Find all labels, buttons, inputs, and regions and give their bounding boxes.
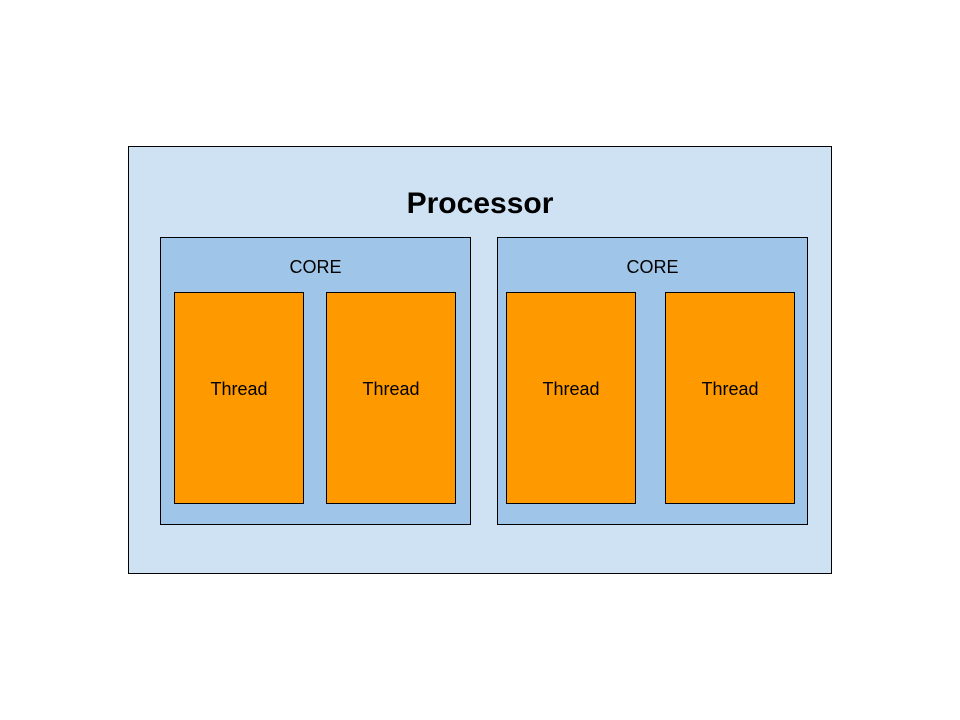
thread-box: Thread	[174, 292, 304, 504]
thread-box: Thread	[326, 292, 456, 504]
thread-label: Thread	[210, 379, 268, 399]
thread-box: Thread	[665, 292, 795, 504]
core-box-1: CORE Thread Thread	[160, 237, 471, 525]
processor-title: Processor	[406, 187, 554, 220]
core-label: CORE	[626, 257, 679, 277]
thread-label: Thread	[542, 379, 600, 399]
processor-box: Processor CORE Thread Thread CORE Thread…	[128, 146, 832, 574]
thread-label: Thread	[701, 379, 759, 399]
thread-label: Thread	[362, 379, 420, 399]
thread-box: Thread	[506, 292, 636, 504]
core-box-2: CORE Thread Thread	[497, 237, 808, 525]
core-label: CORE	[289, 257, 342, 277]
